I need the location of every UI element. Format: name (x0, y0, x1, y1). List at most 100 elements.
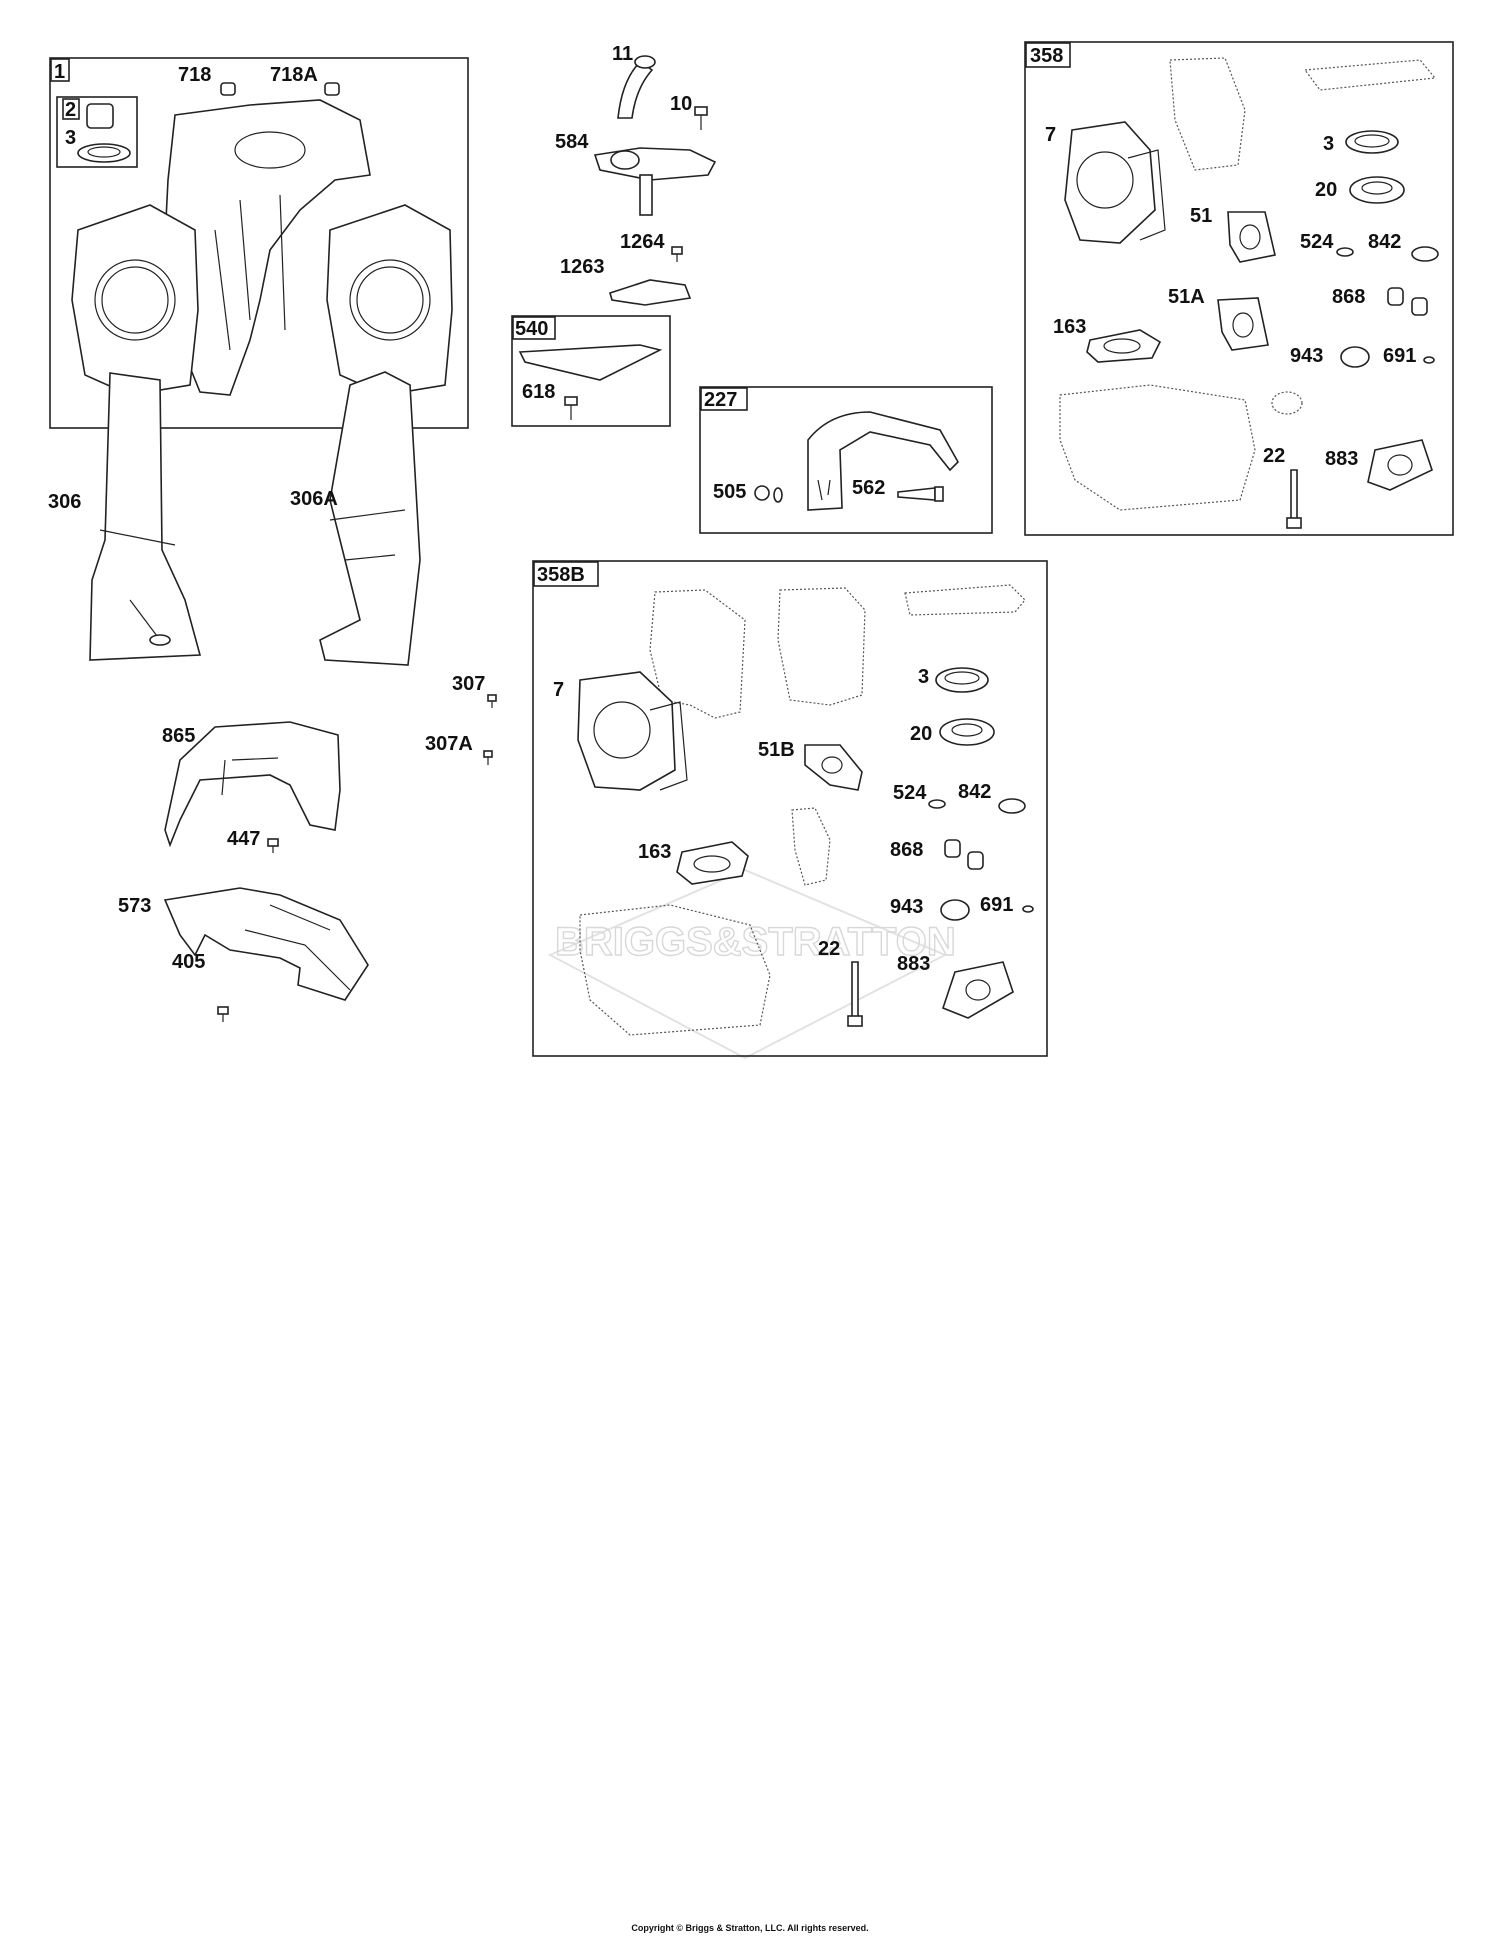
seal-3[interactable] (935, 667, 989, 693)
label-883: 883 (897, 953, 930, 975)
gasket-883[interactable] (1367, 439, 1433, 491)
seal-20[interactable] (939, 718, 995, 746)
group-358B-label: 358B (537, 564, 585, 586)
label-883: 883 (1325, 448, 1358, 470)
label-307A: 307A (425, 733, 473, 755)
screw-447[interactable]: 447 (227, 828, 279, 853)
label-865: 865 (162, 725, 195, 747)
bolt-22[interactable] (847, 961, 863, 1027)
gasket-51[interactable] (1227, 211, 1276, 263)
label-3: 3 (1323, 133, 1334, 155)
label-20: 20 (1315, 179, 1337, 201)
baffle-865[interactable]: 865 (162, 721, 341, 848)
seal-868[interactable] (944, 839, 984, 870)
group-358B[interactable]: 358B 7 3 20 51B 524 842 163 868 943 691 … (532, 560, 1048, 1057)
seal-20[interactable] (1349, 176, 1405, 204)
group-540[interactable]: 540 618 (511, 315, 671, 427)
label-691: 691 (1383, 345, 1416, 367)
label-691: 691 (980, 894, 1013, 916)
ring-943[interactable] (940, 899, 970, 921)
shroud-306A[interactable]: 306A (290, 371, 421, 666)
watermark-text: BRIGGS&STRATTON (555, 920, 956, 964)
group-1[interactable]: 1 718 718A 2 3 (49, 57, 469, 429)
dowel-718A[interactable] (324, 82, 340, 96)
label-1263: 1263 (560, 256, 605, 278)
label-505: 505 (713, 481, 746, 503)
group-227-label: 227 (704, 389, 737, 411)
dipstick-tube-11[interactable]: 11 (612, 43, 656, 119)
label-868: 868 (1332, 286, 1365, 308)
label-22: 22 (818, 938, 840, 960)
bushing-2[interactable] (86, 103, 114, 129)
copyright-text: Copyright © Briggs & Stratton, LLC. All … (631, 1923, 869, 1933)
label-562: 562 (852, 477, 885, 499)
bracket-227[interactable] (807, 411, 959, 511)
screw-10[interactable]: 10 (670, 93, 708, 130)
group-227[interactable]: 227 505 562 (699, 386, 993, 534)
label-22: 22 (1263, 445, 1285, 467)
label-1264: 1264 (620, 231, 665, 253)
label-163: 163 (1053, 316, 1086, 338)
washer-524[interactable] (928, 799, 946, 809)
cylinder-block[interactable] (71, 99, 453, 396)
label-3: 3 (65, 127, 76, 149)
screw-405[interactable]: 405 (172, 951, 229, 1022)
head-gasket-7[interactable] (1064, 121, 1166, 244)
washer-524[interactable] (1336, 247, 1354, 257)
label-584: 584 (555, 131, 589, 153)
bolt-22[interactable] (1286, 469, 1302, 529)
group-540-label: 540 (515, 318, 548, 340)
label-524: 524 (893, 782, 927, 804)
label-573: 573 (118, 895, 151, 917)
label-618: 618 (522, 381, 555, 403)
washer-842[interactable] (1411, 246, 1439, 262)
watermark-logo: BRIGGS&STRATTON (547, 868, 956, 1060)
screw-1264[interactable]: 1264 (620, 231, 683, 262)
label-11: 11 (612, 43, 633, 65)
dowel-718[interactable] (220, 82, 236, 96)
label-943: 943 (1290, 345, 1323, 367)
baffle-1263[interactable]: 1263 (560, 256, 692, 306)
washer-842[interactable] (998, 798, 1026, 814)
label-307: 307 (452, 673, 485, 695)
screw-307[interactable]: 307 (452, 673, 497, 708)
label-7: 7 (1045, 124, 1056, 146)
label-718: 718 (178, 64, 211, 86)
label-524: 524 (1300, 231, 1334, 253)
gasket-51B[interactable] (804, 744, 863, 791)
label-10: 10 (670, 93, 692, 115)
ring-943[interactable] (1340, 346, 1370, 368)
shield-573[interactable]: 573 (118, 887, 369, 1001)
label-718A: 718A (270, 64, 318, 86)
washer-691[interactable] (1423, 356, 1435, 364)
label-163: 163 (638, 841, 671, 863)
label-405: 405 (172, 951, 205, 973)
seal-868[interactable] (1387, 287, 1428, 316)
washer-691[interactable] (1022, 905, 1034, 913)
gasket-163[interactable] (1086, 329, 1162, 363)
plate-584[interactable]: 584 (555, 131, 717, 216)
seal-3[interactable] (77, 143, 131, 163)
nut-505[interactable] (754, 485, 783, 503)
label-868: 868 (890, 839, 923, 861)
head-gasket-7[interactable] (577, 671, 688, 791)
label-943: 943 (890, 896, 923, 918)
gasket-51A[interactable] (1217, 297, 1269, 351)
group-358[interactable]: 358 7 3 20 51 524 842 51A 868 163 943 69… (1024, 41, 1454, 536)
shroud-306[interactable]: 306 (48, 372, 202, 661)
screw-307A[interactable]: 307A (425, 733, 493, 765)
seal-3[interactable] (1345, 130, 1399, 154)
label-447: 447 (227, 828, 260, 850)
label-306A: 306A (290, 488, 338, 510)
group-1-label: 1 (54, 61, 65, 83)
gasket-163[interactable] (676, 841, 749, 885)
label-3: 3 (918, 666, 929, 688)
label-51A: 51A (1168, 286, 1205, 308)
label-51: 51 (1190, 205, 1212, 227)
screw-562[interactable] (897, 486, 944, 502)
group-358-label: 358 (1030, 45, 1063, 67)
label-306: 306 (48, 491, 81, 513)
gasket-883[interactable] (942, 961, 1014, 1019)
label-842: 842 (1368, 231, 1401, 253)
